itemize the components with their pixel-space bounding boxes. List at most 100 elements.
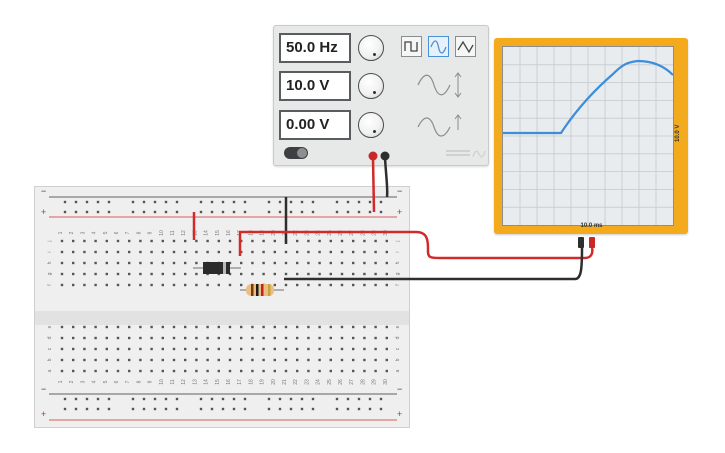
breadboard-hole[interactable] (340, 250, 344, 254)
breadboard-hole[interactable] (96, 200, 100, 204)
breadboard-hole[interactable] (273, 369, 276, 373)
breadboard-hole[interactable] (153, 200, 157, 204)
breadboard-hole[interactable] (105, 272, 108, 276)
breadboard-hole[interactable] (150, 239, 153, 243)
breadboard-hole[interactable] (105, 261, 108, 265)
breadboard-hole[interactable] (139, 336, 142, 340)
breadboard-hole[interactable] (217, 325, 220, 329)
breadboard-hole[interactable] (107, 397, 111, 401)
breadboard-hole[interactable] (161, 358, 164, 362)
probe-ground-terminal[interactable] (578, 237, 584, 248)
breadboard-hole[interactable] (206, 283, 209, 287)
breadboard-hole[interactable] (116, 358, 120, 362)
power-toggle[interactable] (284, 147, 308, 159)
breadboard-hole[interactable] (72, 239, 75, 243)
breadboard-hole[interactable] (150, 369, 153, 373)
breadboard-hole[interactable] (352, 325, 355, 329)
breadboard-hole[interactable] (94, 336, 97, 340)
breadboard-hole[interactable] (228, 283, 232, 287)
breadboard-hole[interactable] (164, 200, 168, 204)
breadboard-hole[interactable] (374, 250, 377, 254)
breadboard-hole[interactable] (273, 347, 276, 351)
breadboard-hole[interactable] (72, 325, 75, 329)
breadboard-hole[interactable] (267, 407, 271, 411)
breadboard-hole[interactable] (83, 283, 86, 287)
breadboard-hole[interactable] (221, 210, 225, 214)
breadboard-hole[interactable] (63, 407, 67, 411)
breadboard-hole[interactable] (172, 336, 176, 340)
breadboard-hole[interactable] (251, 358, 254, 362)
breadboard-hole[interactable] (284, 336, 288, 340)
breadboard-hole[interactable] (161, 325, 164, 329)
breadboard-hole[interactable] (128, 250, 131, 254)
breadboard-hole[interactable] (105, 369, 108, 373)
breadboard-hole[interactable] (300, 397, 304, 401)
breadboard-hole[interactable] (72, 336, 75, 340)
breadboard-hole[interactable] (357, 407, 361, 411)
breadboard-hole[interactable] (210, 397, 214, 401)
breadboard-hole[interactable] (318, 250, 321, 254)
breadboard-hole[interactable] (385, 347, 388, 351)
breadboard-hole[interactable] (329, 358, 332, 362)
breadboard-hole[interactable] (60, 250, 64, 254)
breadboard-hole[interactable] (262, 336, 265, 340)
breadboard-hole[interactable] (311, 210, 315, 214)
breadboard-hole[interactable] (94, 239, 97, 243)
breadboard-hole[interactable] (105, 239, 108, 243)
amplitude-knob[interactable] (358, 73, 384, 99)
breadboard-hole[interactable] (262, 283, 265, 287)
breadboard-hole[interactable] (363, 239, 366, 243)
breadboard-hole[interactable] (85, 407, 89, 411)
breadboard-hole[interactable] (172, 239, 176, 243)
breadboard-hole[interactable] (329, 325, 332, 329)
breadboard-hole[interactable] (175, 397, 179, 401)
breadboard-hole[interactable] (184, 250, 187, 254)
breadboard-hole[interactable] (150, 358, 153, 362)
breadboard-hole[interactable] (368, 397, 372, 401)
breadboard-hole[interactable] (340, 347, 344, 351)
breadboard-hole[interactable] (251, 239, 254, 243)
breadboard-hole[interactable] (128, 272, 131, 276)
breadboard-hole[interactable] (374, 358, 377, 362)
breadboard-hole[interactable] (273, 239, 276, 243)
breadboard-hole[interactable] (172, 325, 176, 329)
breadboard-hole[interactable] (60, 261, 64, 265)
breadboard-hole[interactable] (329, 250, 332, 254)
breadboard-hole[interactable] (357, 397, 361, 401)
breadboard-hole[interactable] (172, 272, 176, 276)
breadboard-hole[interactable] (72, 283, 75, 287)
breadboard-hole[interactable] (139, 358, 142, 362)
breadboard-hole[interactable] (184, 239, 187, 243)
breadboard-hole[interactable] (335, 210, 339, 214)
breadboard-hole[interactable] (329, 261, 332, 265)
breadboard-hole[interactable] (94, 325, 97, 329)
breadboard-hole[interactable] (251, 325, 254, 329)
breadboard-hole[interactable] (363, 347, 366, 351)
breadboard-hole[interactable] (228, 261, 232, 265)
breadboard-hole[interactable] (131, 210, 135, 214)
breadboard-hole[interactable] (251, 369, 254, 373)
breadboard-hole[interactable] (94, 369, 97, 373)
breadboard-hole[interactable] (72, 272, 75, 276)
breadboard-hole[interactable] (107, 407, 111, 411)
breadboard-hole[interactable] (374, 283, 377, 287)
breadboard-hole[interactable] (83, 272, 86, 276)
breadboard-hole[interactable] (60, 325, 64, 329)
breadboard-hole[interactable] (374, 272, 377, 276)
breadboard-hole[interactable] (217, 283, 220, 287)
breadboard-hole[interactable] (206, 272, 209, 276)
breadboard-hole[interactable] (107, 210, 111, 214)
breadboard-hole[interactable] (340, 283, 344, 287)
breadboard-hole[interactable] (262, 272, 265, 276)
breadboard-hole[interactable] (243, 200, 247, 204)
breadboard-hole[interactable] (139, 347, 142, 351)
breadboard-hole[interactable] (206, 250, 209, 254)
breadboard-hole[interactable] (94, 261, 97, 265)
breadboard-hole[interactable] (116, 250, 120, 254)
breadboard-hole[interactable] (94, 250, 97, 254)
breadboard-hole[interactable] (105, 358, 108, 362)
breadboard-hole[interactable] (329, 369, 332, 373)
breadboard-hole[interactable] (273, 261, 276, 265)
breadboard-hole[interactable] (63, 210, 67, 214)
breadboard-hole[interactable] (161, 261, 164, 265)
